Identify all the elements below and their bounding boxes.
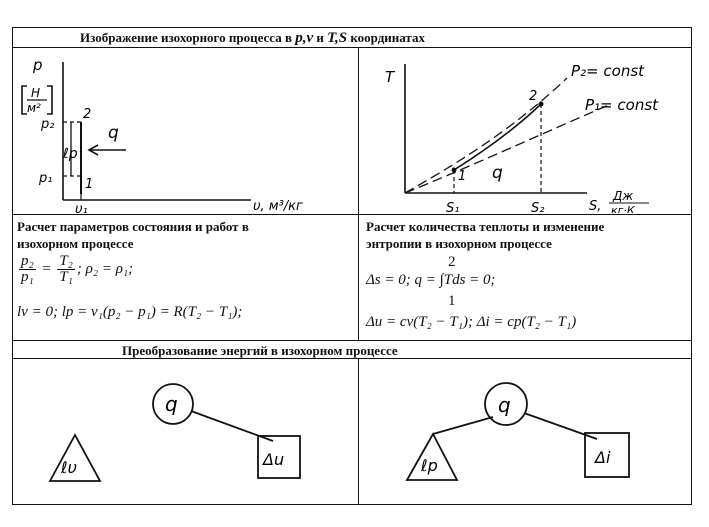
- ts-graph: T P₂= const P₁= const 2 1 q S₁ S₂ S, Дж …: [385, 62, 659, 213]
- ts-isochore1-label: P₁= const: [585, 96, 659, 114]
- energy-left-triangle-label: ℓυ: [60, 458, 77, 477]
- calc-heat-upper-limit: 2: [448, 254, 456, 270]
- ts-heat-label: q: [492, 163, 503, 183]
- table-frame: [12, 27, 692, 505]
- energy-left-square-label: Δu: [261, 450, 284, 469]
- center-divider-top: [358, 47, 359, 340]
- energy-right-square-label: Δi: [593, 448, 611, 467]
- ts-isochore2-label: P₂= const: [571, 62, 645, 80]
- calc-heat-heading: Расчет количества теплоты и изменение эн…: [366, 219, 605, 251]
- header-title: Изображение изохорного процесса в p,v и …: [80, 30, 425, 46]
- ts-x-unit-num: Дж: [612, 189, 633, 203]
- header-divider: [12, 47, 692, 48]
- energy-diagram-left: q Δu ℓυ: [48, 383, 301, 482]
- calc-heat-formula-1: Δs = 0; q = ∫Tds = 0;: [366, 272, 496, 288]
- pv-p2-label: p₂: [40, 117, 54, 132]
- pv-heat-label: q: [108, 123, 119, 143]
- energy-right-triangle-label: ℓp: [420, 456, 438, 475]
- ts-x-axis-label: S,: [589, 199, 601, 213]
- ts-point1-label: 1: [458, 169, 466, 184]
- center-divider-bottom: [358, 358, 359, 505]
- pv-x-axis-label: υ, м³/кг: [253, 199, 303, 213]
- pv-point1-label: 1: [85, 177, 93, 192]
- calc-state-heading: Расчет параметров состояния и работ в из…: [17, 219, 249, 251]
- calc-state-formula-2: lv = 0; lp = v₁(p₂ − p₁) = R(T₂ − T₁);: [17, 304, 243, 320]
- pv-p1-label: p₁: [38, 171, 52, 186]
- energy-left-circle-label: q: [165, 392, 178, 416]
- ts-point2-label: 2: [529, 89, 537, 104]
- energy-right-circle-label: q: [498, 393, 511, 417]
- ts-s1-label: S₁: [446, 201, 459, 213]
- pv-y-unit-den: м²: [27, 101, 41, 115]
- energy-diagram-right: q Δi ℓp: [405, 382, 630, 481]
- pv-graph: p H м² p₂ p₁ 2 1 ℓp q υ₁ υ, м³/кг: [21, 56, 303, 213]
- pv-v1-label: υ₁: [75, 202, 88, 213]
- ts-y-axis-label: T: [385, 68, 396, 86]
- pv-point2-label: 2: [83, 107, 91, 122]
- energy-title-divider: [12, 358, 692, 359]
- ts-s2-label: S₂: [531, 201, 544, 213]
- calc-divider: [12, 340, 692, 341]
- ts-x-unit-den: кг·К: [611, 204, 636, 213]
- pv-y-unit-num: H: [31, 86, 40, 100]
- pv-work-label: ℓp: [62, 146, 78, 162]
- calc-heat-lower-limit: 1: [448, 293, 456, 309]
- energy-title: Преобразование энергий в изохорном проце…: [122, 343, 398, 358]
- graphs-divider: [12, 214, 692, 215]
- calc-heat-formula-2: Δu = cv(T₂ − T₁); Δi = cp(T₂ − T₁): [366, 314, 577, 330]
- pv-y-axis-label: p: [32, 56, 43, 74]
